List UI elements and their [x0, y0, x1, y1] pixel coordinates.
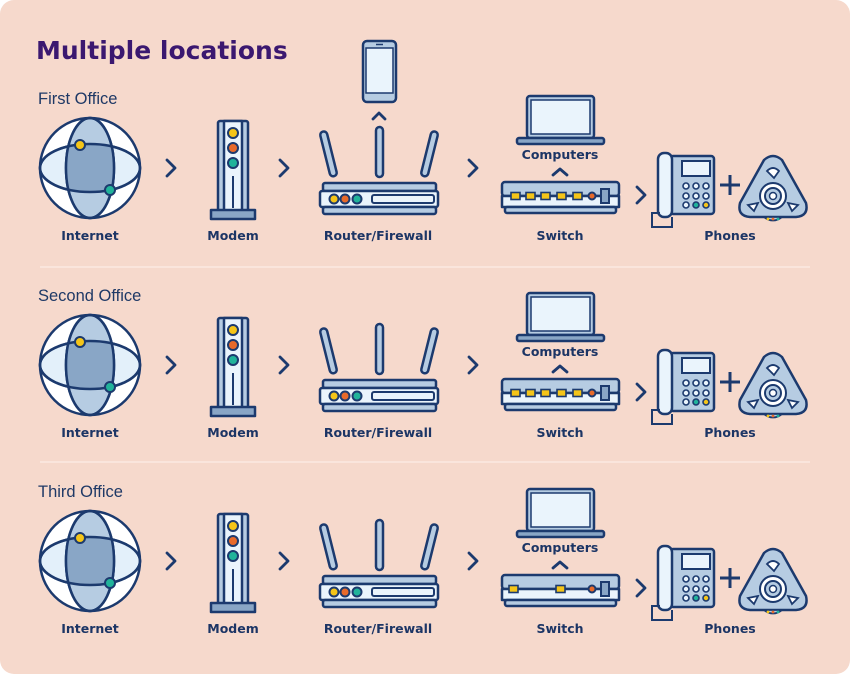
- label-switch: Switch: [536, 621, 583, 636]
- label-switch: Switch: [536, 425, 583, 440]
- label-internet: Internet: [61, 228, 119, 243]
- internet-globe-icon: [40, 511, 140, 611]
- mobile-phone-icon: [361, 39, 398, 121]
- office-name: Third Office: [38, 483, 123, 501]
- label-internet: Internet: [61, 621, 119, 636]
- internet-globe-icon: [40, 315, 140, 415]
- label-switch: Switch: [536, 228, 583, 243]
- label-router: Router/Firewall: [324, 228, 432, 243]
- internet-globe-icon: [40, 118, 140, 218]
- plus-icon: [718, 566, 742, 590]
- modem-icon: [209, 119, 257, 221]
- modem-icon: [209, 316, 257, 418]
- router-icon: [318, 518, 440, 609]
- desk-phone-icon: [650, 151, 716, 229]
- conference-phone-icon: [738, 547, 808, 615]
- label-computers: Computers: [522, 147, 599, 162]
- label-phones: Phones: [704, 621, 755, 636]
- label-router: Router/Firewall: [324, 425, 432, 440]
- laptop-icon: [515, 487, 606, 570]
- label-computers: Computers: [522, 540, 599, 555]
- modem-icon: [209, 512, 257, 614]
- office-name: Second Office: [38, 287, 141, 305]
- plus-icon: [718, 370, 742, 394]
- router-icon: [318, 125, 440, 216]
- desk-phone-icon: [650, 348, 716, 426]
- label-phones: Phones: [704, 228, 755, 243]
- switch-icon: [502, 575, 619, 606]
- label-modem: Modem: [207, 425, 258, 440]
- conference-phone-icon: [738, 154, 808, 222]
- switch-icon: [502, 379, 619, 410]
- desk-phone-icon: [650, 544, 716, 622]
- label-modem: Modem: [207, 621, 258, 636]
- laptop-icon: [515, 94, 606, 177]
- office-name: First Office: [38, 90, 117, 108]
- label-modem: Modem: [207, 228, 258, 243]
- laptop-icon: [515, 291, 606, 374]
- label-router: Router/Firewall: [324, 621, 432, 636]
- conference-phone-icon: [738, 351, 808, 419]
- switch-icon: [502, 182, 619, 213]
- page-title: Multiple locations: [36, 36, 288, 65]
- label-computers: Computers: [522, 344, 599, 359]
- router-icon: [318, 322, 440, 413]
- label-phones: Phones: [704, 425, 755, 440]
- label-internet: Internet: [61, 425, 119, 440]
- plus-icon: [718, 173, 742, 197]
